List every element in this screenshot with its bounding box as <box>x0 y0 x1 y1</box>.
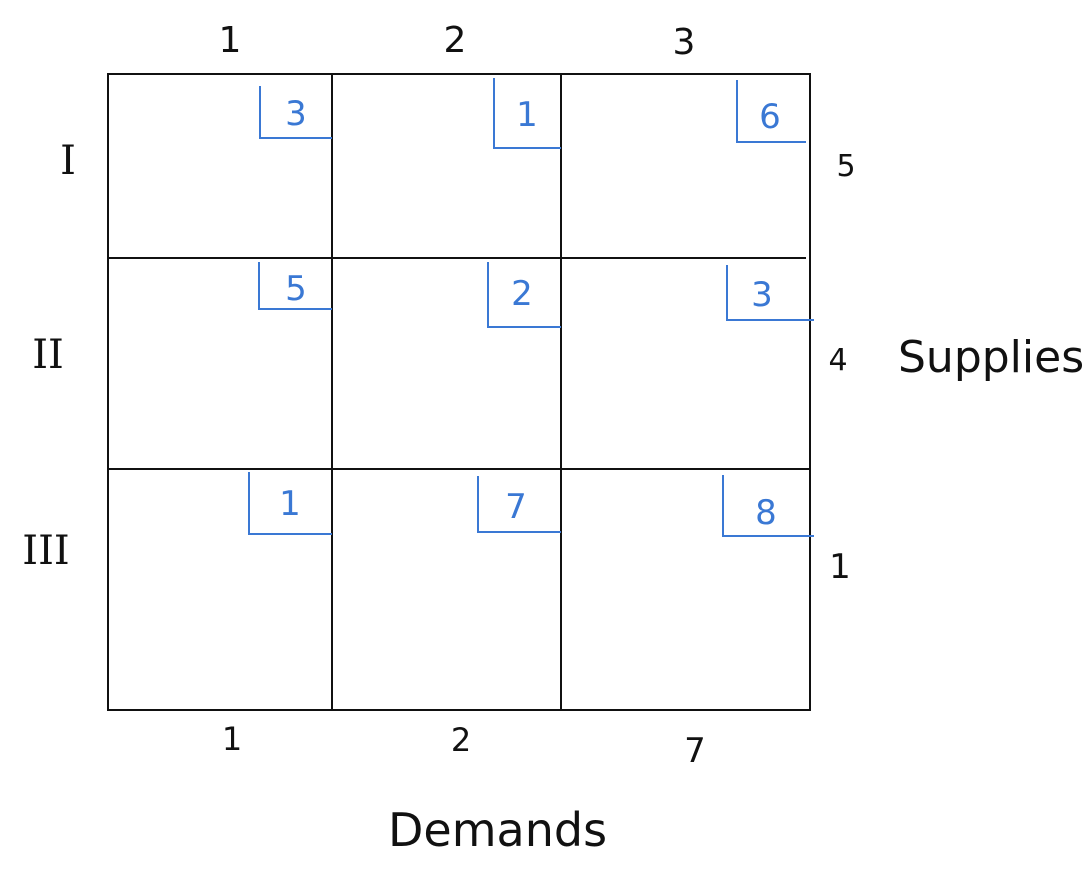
supply-3: 1 <box>829 547 851 587</box>
demands-label: Demands <box>388 803 607 857</box>
cost-r1-c3: 6 <box>759 97 781 137</box>
cost-box-r1-c1 <box>259 86 332 139</box>
cost-r2-c3: 3 <box>751 275 773 315</box>
cost-box-r3-c3 <box>722 475 814 537</box>
demand-3: 7 <box>684 731 706 771</box>
column-header-3: 3 <box>673 22 696 63</box>
supply-2: 4 <box>828 343 847 378</box>
cost-r2-c2: 2 <box>511 274 533 314</box>
row-header-2: II <box>32 332 64 378</box>
cost-box-r2-c1 <box>258 262 332 310</box>
cost-box-r2-c3 <box>726 265 814 321</box>
cost-box-r3-c2 <box>477 476 561 533</box>
demand-1: 1 <box>222 720 242 758</box>
cost-values: 3 1 6 5 2 3 1 7 8 <box>279 94 781 533</box>
row-headers: I II III <box>22 138 76 574</box>
cost-r3-c2: 7 <box>505 487 527 527</box>
cost-boxes <box>248 78 814 537</box>
supplies-label: Supplies <box>898 332 1084 383</box>
grid-outline <box>107 73 811 711</box>
cost-box-r2-c2 <box>487 262 561 328</box>
cost-r2-c1: 5 <box>285 269 307 309</box>
column-header-2: 2 <box>444 20 467 61</box>
cost-r3-c3: 8 <box>755 493 777 533</box>
column-header-1: 1 <box>219 20 242 61</box>
row-header-1: I <box>60 138 76 184</box>
cost-r3-c1: 1 <box>279 484 301 524</box>
column-headers: 1 2 3 <box>219 20 696 63</box>
demand-2: 2 <box>451 721 471 759</box>
grid <box>107 73 811 711</box>
cost-box-r3-c1 <box>248 472 332 535</box>
cost-box-r1-c3 <box>736 80 806 143</box>
cost-r1-c1: 3 <box>285 94 307 134</box>
supply-1: 5 <box>836 149 855 184</box>
cost-box-r1-c2 <box>493 78 561 149</box>
cost-r1-c2: 1 <box>516 95 538 135</box>
supplies: 5 4 1 Supplies <box>828 149 1084 587</box>
demands: 1 2 7 Demands <box>222 720 706 857</box>
row-header-3: III <box>22 528 69 574</box>
